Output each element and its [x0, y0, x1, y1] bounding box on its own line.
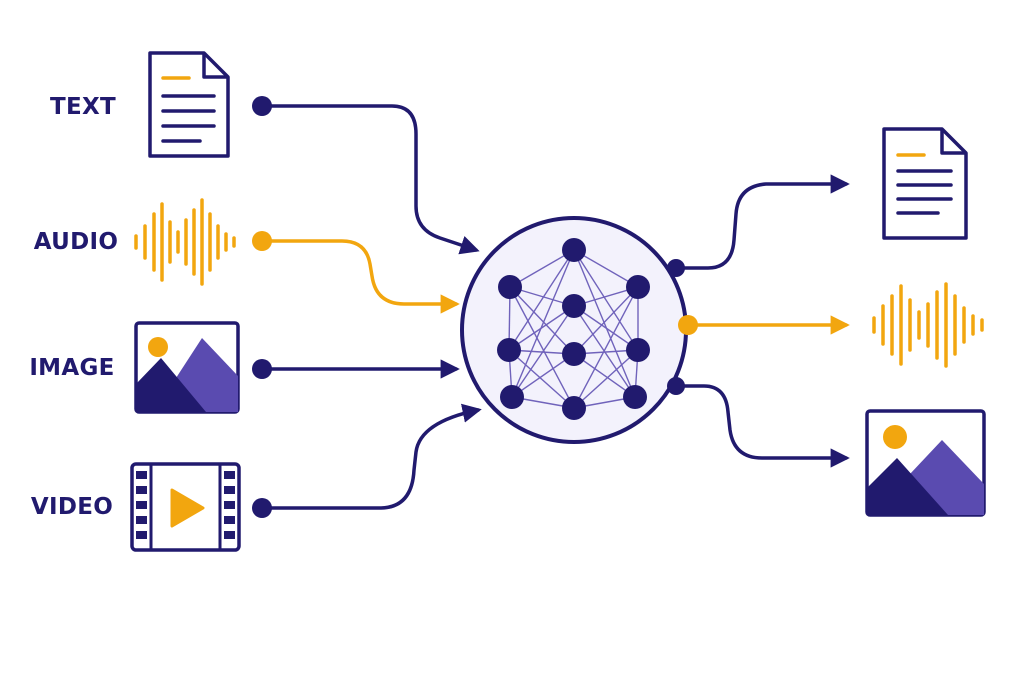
- network-node: [562, 294, 586, 318]
- network-node: [623, 385, 647, 409]
- input-label-audio: AUDIO: [34, 229, 118, 255]
- input-connector-text: [252, 96, 480, 255]
- network-node: [562, 342, 586, 366]
- input-label-image: IMAGE: [29, 355, 114, 381]
- output-connector-text: [667, 174, 850, 277]
- document-icon: [882, 127, 968, 240]
- input-connector-audio: [252, 231, 460, 314]
- network-node: [498, 275, 522, 299]
- image-icon: [865, 409, 986, 517]
- output-connector-audio: [678, 315, 850, 335]
- audio-waveform-icon: [872, 282, 984, 368]
- audio-waveform-icon: [134, 198, 236, 286]
- input-connector-video: [252, 403, 482, 518]
- output-connector-image: [667, 377, 850, 468]
- document-icon: [148, 51, 230, 158]
- input-connector-image: [252, 359, 460, 379]
- neural-network-hub: [460, 216, 688, 444]
- network-node: [562, 238, 586, 262]
- network-node: [626, 275, 650, 299]
- play-icon: [170, 488, 205, 528]
- video-film-icon: [130, 462, 241, 552]
- network-node: [500, 385, 524, 409]
- input-label-video: VIDEO: [31, 494, 113, 520]
- image-icon: [134, 321, 240, 414]
- input-label-text: TEXT: [50, 94, 116, 120]
- network-node: [562, 396, 586, 420]
- network-node: [497, 338, 521, 362]
- network-node: [626, 338, 650, 362]
